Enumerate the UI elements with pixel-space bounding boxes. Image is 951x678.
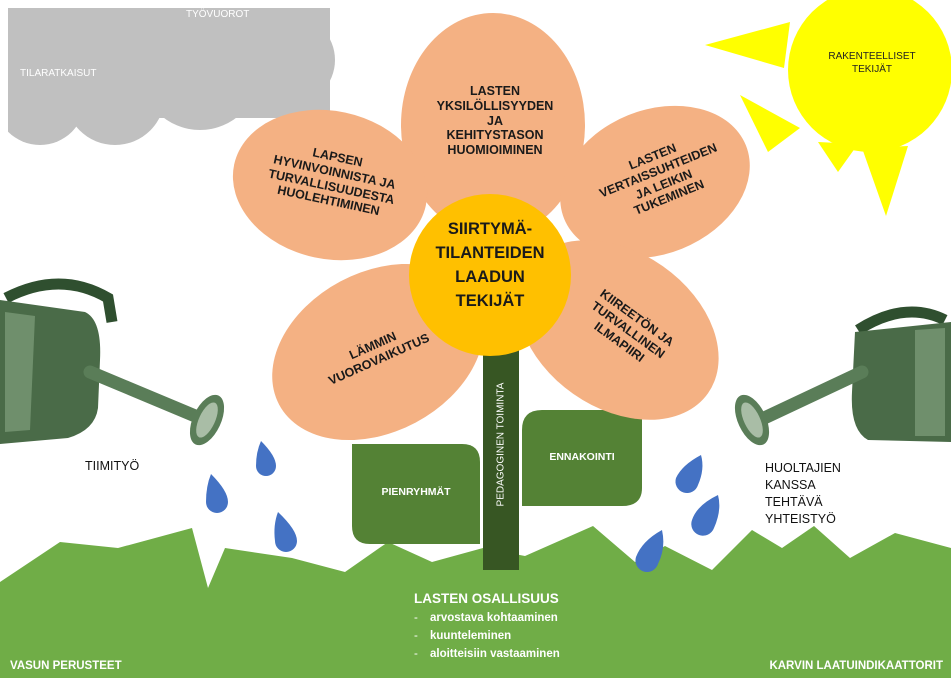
rain-drop — [274, 512, 297, 552]
petal-upper-right — [560, 105, 750, 259]
osallisuus-item-text: aloitteisiin vastaaminen — [430, 647, 560, 660]
watering-can-left — [0, 278, 225, 446]
grass — [0, 526, 951, 678]
osallisuus-item: -kuunteleminen — [414, 628, 560, 646]
rain-drop — [691, 495, 720, 536]
sun-ray — [818, 142, 858, 172]
leaf-right — [522, 410, 642, 506]
cloud-label-tilaratkaisut: TILARATKAISUT — [20, 68, 97, 79]
list-bullet: - — [414, 612, 418, 624]
leaf-left — [352, 444, 480, 544]
rain-drops — [206, 441, 720, 573]
osallisuus-item: -aloitteisiin vastaaminen — [414, 646, 560, 664]
rain-drop — [635, 530, 664, 573]
osallisuus-title: LASTEN OSALLISUUS — [414, 591, 559, 606]
osallisuus-item-text: kuunteleminen — [430, 629, 512, 642]
sun-ray — [862, 146, 908, 216]
petal-top-label: LASTEN YKSILÖLLISYYDEN JA KEHITYSTASON H… — [436, 84, 554, 157]
stem-label: PEDAGOGINEN TOIMINTA — [495, 382, 507, 507]
cloud — [0, 0, 335, 145]
sun-label: RAKENTEELLISET TEKIJÄT — [828, 51, 916, 75]
leaf-right-label: ENNAKOINTI — [549, 451, 615, 463]
footer-left-label: VASUN PERUSTEET — [10, 660, 122, 672]
stem — [483, 338, 519, 570]
rain-drop — [675, 455, 703, 494]
osallisuus-item-text: arvostava kohtaaminen — [430, 612, 558, 624]
osallisuus-list: -arvostava kohtaaminen -kuunteleminen -a… — [414, 610, 560, 663]
petal-upper-left — [232, 109, 428, 261]
sun-ray — [705, 22, 790, 68]
petal-top — [401, 13, 585, 237]
osallisuus-item: -arvostava kohtaaminen — [414, 610, 560, 628]
sun — [705, 0, 951, 216]
leaf-left-label: PIENRYHMÄT — [381, 486, 451, 498]
footer-right-label: KARVIN LAATUINDIKAATTORIT — [769, 660, 943, 672]
list-bullet: - — [414, 629, 418, 642]
sun-ray — [740, 95, 800, 152]
watering-can-right — [734, 306, 951, 446]
cloud-label-tyovuorot: TYÖVUOROT — [186, 9, 250, 20]
left-can-label: TIIMITYÖ — [85, 459, 140, 473]
right-can-label: HUOLTAJIEN KANSSA TEHTÄVÄ YHTEISTYÖ — [765, 461, 841, 526]
rain-drop — [256, 441, 276, 476]
list-bullet: - — [414, 647, 418, 660]
flower-center-label: SIIRTYMÄ- TILANTEIDEN LAADUN TEKIJÄT — [435, 220, 545, 310]
rain-drop — [206, 474, 228, 513]
flower-center — [409, 194, 571, 356]
